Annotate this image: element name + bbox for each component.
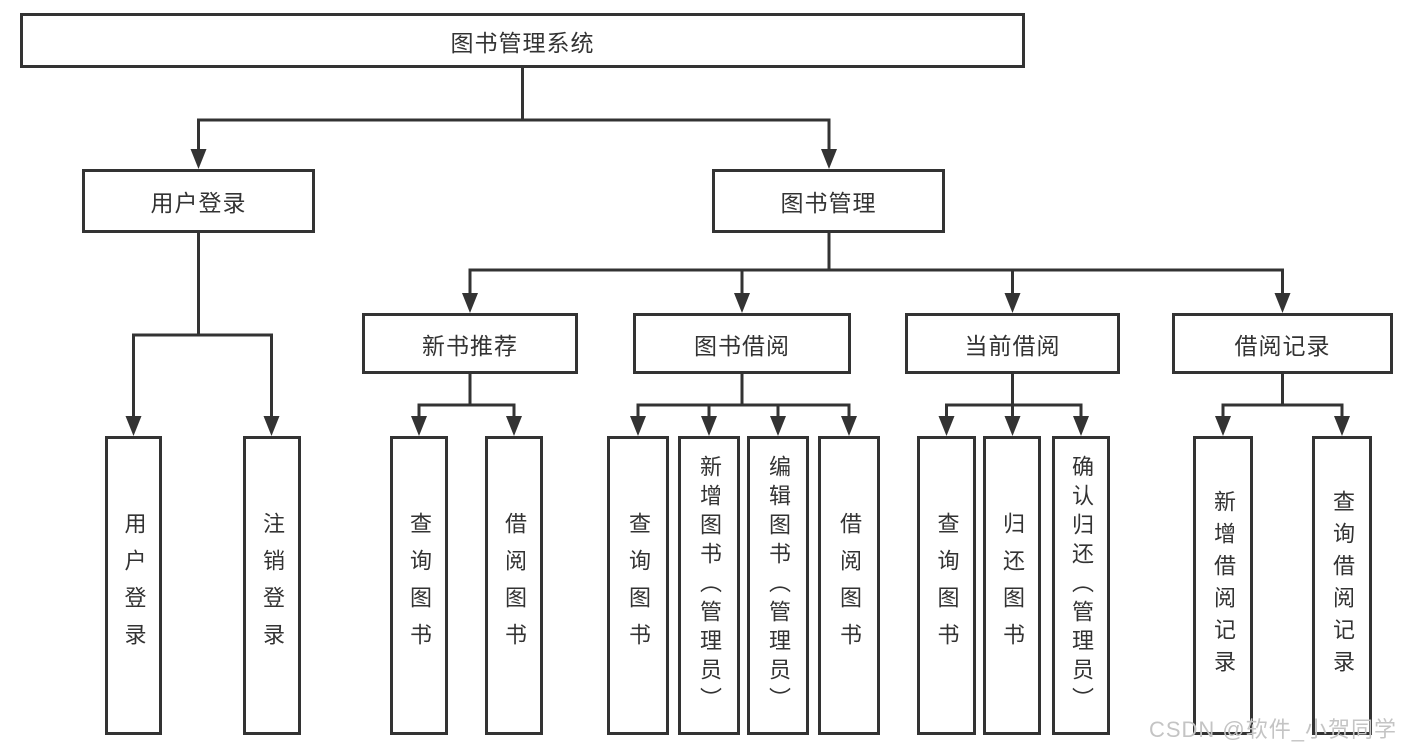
- leaf-query-books-current: 查询图书: [917, 436, 976, 735]
- leaf-query-books-borrow: 查询图书: [607, 436, 669, 735]
- csdn-watermark: CSDN @软件_小贺同学: [1148, 717, 1397, 742]
- node-root-system: 图书管理系统: [20, 13, 1025, 68]
- leaf-add-book-admin: 新增图书（管理员）: [678, 436, 740, 735]
- leaf-return-books: 归还图书: [983, 436, 1041, 735]
- leaf-borrow-books-recommend: 借阅图书: [485, 436, 543, 735]
- node-borrowing-records: 借阅记录: [1172, 313, 1393, 374]
- node-book-borrowing: 图书借阅: [633, 313, 851, 374]
- node-new-book-recommendation: 新书推荐: [362, 313, 578, 374]
- node-book-management-branch: 图书管理: [712, 169, 945, 233]
- leaf-confirm-return-admin: 确认归还（管理员）: [1052, 436, 1110, 735]
- leaf-query-borrow-record: 查询借阅记录: [1312, 436, 1372, 735]
- leaf-borrow-books: 借阅图书: [818, 436, 880, 735]
- leaf-user-login: 用户登录: [105, 436, 162, 735]
- leaf-query-books-recommend: 查询图书: [390, 436, 448, 735]
- node-current-borrowing: 当前借阅: [905, 313, 1120, 374]
- leaf-edit-book-admin: 编辑图书（管理员）: [747, 436, 809, 735]
- leaf-logout: 注销登录: [243, 436, 301, 735]
- leaf-add-borrow-record: 新增借阅记录: [1193, 436, 1253, 735]
- node-user-login-branch: 用户登录: [82, 169, 315, 233]
